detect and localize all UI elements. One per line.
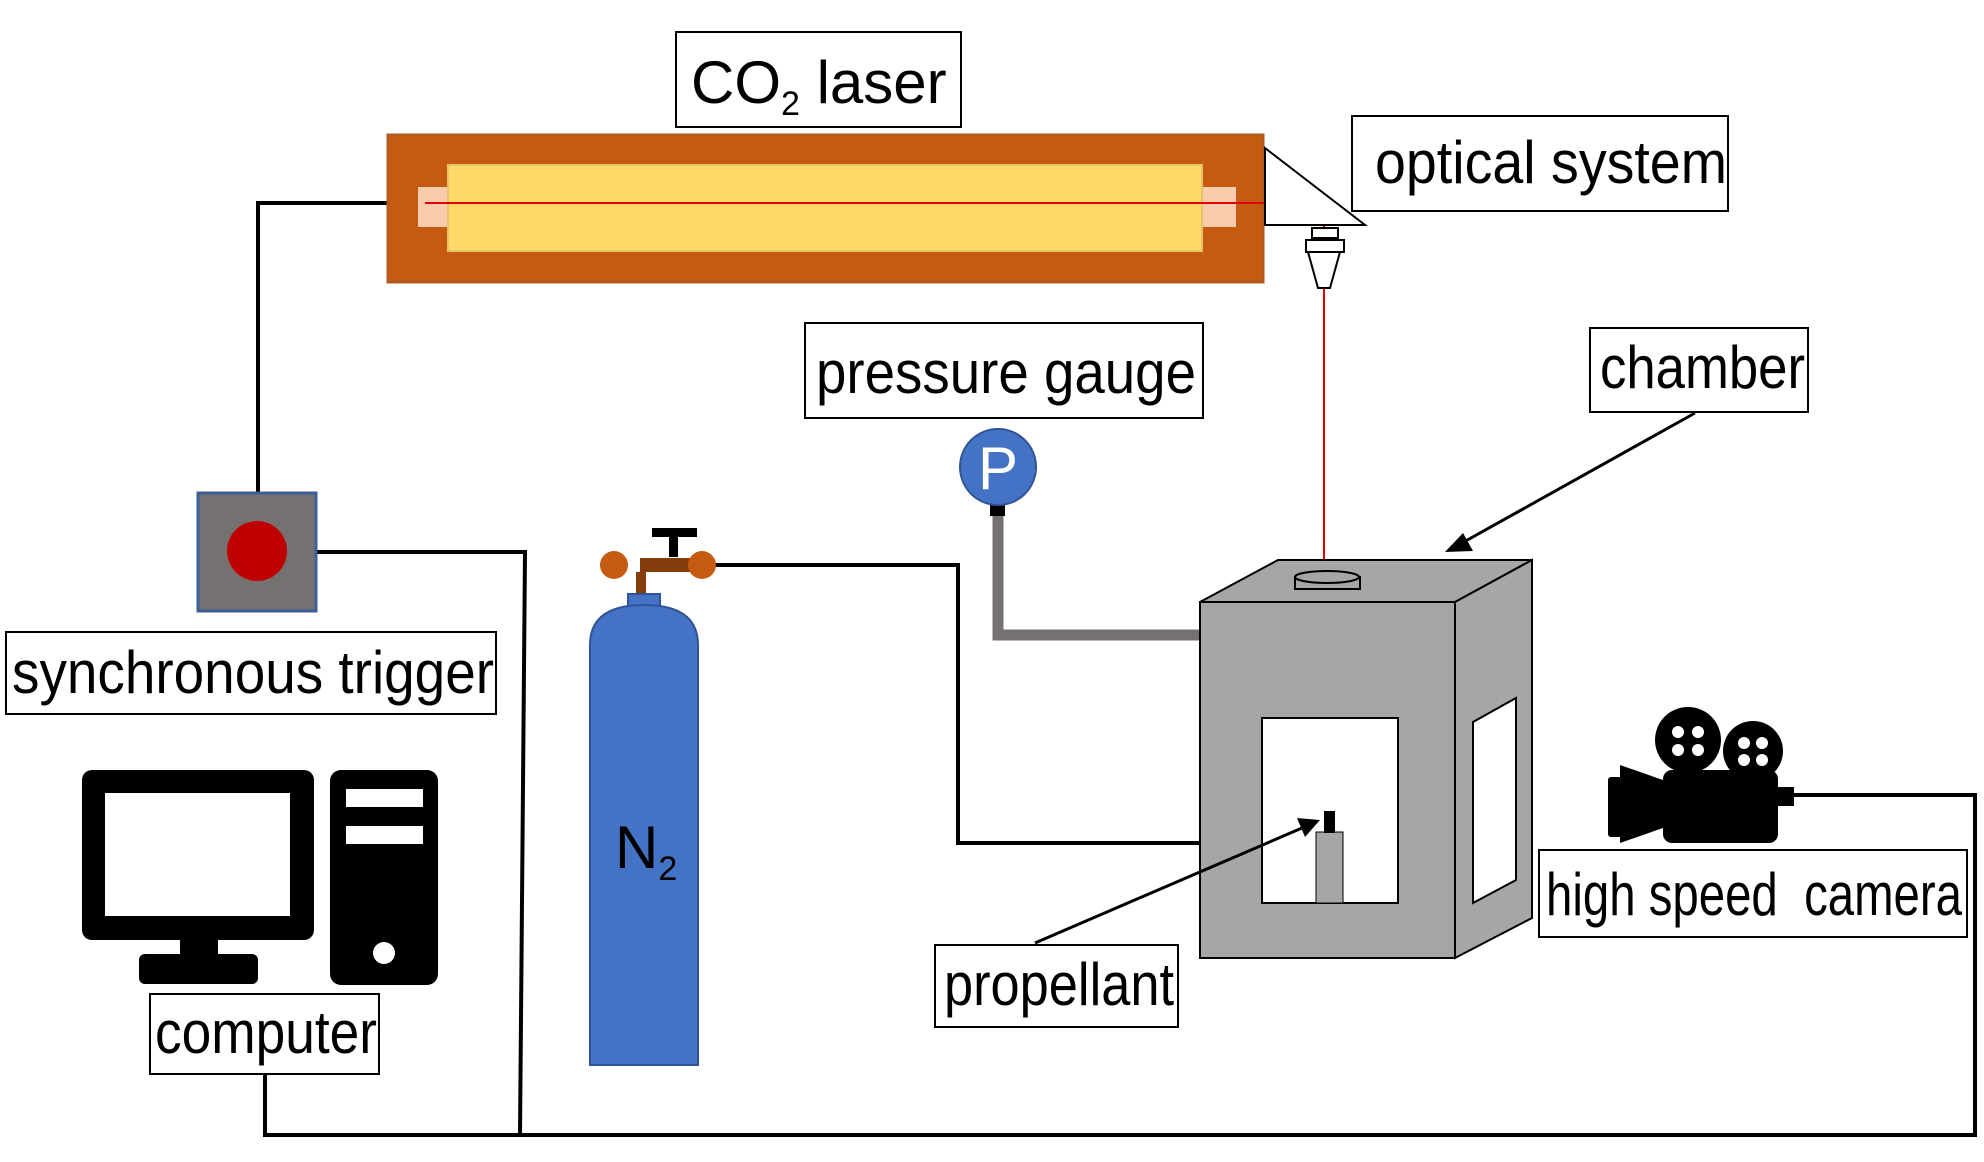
high-speed-camera-label: high speed camera <box>1546 861 1962 928</box>
valve-neck <box>636 572 646 594</box>
laser-icon <box>386 133 1265 284</box>
computer-tower <box>330 770 438 985</box>
cylinder-body <box>589 603 699 1066</box>
propellant-arrow-line <box>1034 826 1303 945</box>
valve-knob-right <box>688 551 716 579</box>
laser-label: CO2 laser <box>691 49 947 123</box>
camera-connector <box>1778 787 1794 806</box>
chamber-label: chamber <box>1600 334 1805 401</box>
wires <box>256 201 1977 1137</box>
cylinder-label: N2 <box>615 814 677 888</box>
pressure-gauge-label-box <box>804 322 1204 419</box>
trigger-bus-wire <box>316 550 528 1136</box>
valve-handle-top <box>652 528 697 537</box>
trigger-icon <box>196 491 318 613</box>
valve-handle-stem <box>669 535 678 557</box>
computer-label: computer <box>155 999 377 1066</box>
gauge-symbol: P <box>978 435 1018 502</box>
laser-label-sub: 2 <box>781 85 800 123</box>
gas-line <box>712 563 1200 845</box>
chamber-arrowhead <box>1445 533 1473 552</box>
camera-lens <box>1620 765 1663 843</box>
propellant-pointer-arrow <box>1034 818 1320 945</box>
laser-end-left <box>418 187 451 227</box>
camera-reel-left <box>1655 707 1721 773</box>
valve-knob-left <box>600 551 628 579</box>
propellant-label-box <box>934 944 1179 1028</box>
gauge-dial <box>959 428 1037 506</box>
synchronous-trigger-label-box <box>5 631 497 715</box>
laser-label-box <box>675 31 962 128</box>
camera-reel-holes <box>1672 726 1768 766</box>
camera-icon <box>1608 707 1794 843</box>
propellant-arrowhead <box>1297 818 1320 837</box>
synchronous-trigger-label: synchronous trigger <box>12 639 494 706</box>
camera-body <box>1663 770 1778 843</box>
gauge-line <box>992 510 1200 641</box>
computer-screen <box>105 793 290 916</box>
propellant-sample <box>1324 811 1335 833</box>
label-boxes <box>5 31 1968 1075</box>
laser-tube <box>447 164 1203 252</box>
gauge-stem <box>990 503 1005 516</box>
optical-mirror <box>1264 145 1368 226</box>
computer-monitor-foot <box>139 954 258 984</box>
cylinder-label-main: N <box>615 814 658 881</box>
computer-drive-2 <box>346 826 423 844</box>
computer-label-box <box>149 993 380 1075</box>
computer-icon <box>82 770 438 985</box>
gas-cylinder-icon: N2 <box>589 528 716 1066</box>
chamber-icon <box>1199 558 1533 960</box>
optical-lens-ring-2 <box>1305 239 1345 253</box>
computer-power-led <box>373 942 395 964</box>
chamber-side-window <box>1472 696 1517 905</box>
chamber-arrow-line <box>1461 411 1696 545</box>
camera-mount <box>1608 777 1622 837</box>
laser-end-right <box>1198 187 1236 227</box>
chamber-label-box <box>1589 327 1809 413</box>
laser-label-rest: laser <box>800 49 947 116</box>
optical-system-label: optical system <box>1375 129 1727 196</box>
optical-system-label-box <box>1351 115 1729 212</box>
optical-lens-ring-1 <box>1311 227 1339 239</box>
pressure-gauge-label: pressure gauge <box>816 339 1196 406</box>
propellant-label: propellant <box>944 951 1174 1018</box>
valve-body <box>640 558 702 572</box>
chamber-pointer-arrow <box>1445 411 1696 552</box>
computer-bus-wire <box>263 793 1977 1137</box>
high-speed-camera-label-box <box>1538 849 1968 938</box>
cylinder-label-sub: 2 <box>658 850 677 888</box>
laser-trigger-wire <box>256 201 425 492</box>
laser-label-main: CO <box>691 49 781 116</box>
chamber-port-top <box>1294 570 1360 584</box>
camera-reel-right <box>1723 721 1783 781</box>
computer-drive-1 <box>346 789 423 807</box>
optical-system-icon <box>1264 145 1368 289</box>
optical-lens-nozzle <box>1306 251 1342 289</box>
trigger-button <box>227 521 287 581</box>
propellant-holder <box>1315 831 1344 904</box>
pressure-gauge-icon: P <box>959 428 1037 516</box>
